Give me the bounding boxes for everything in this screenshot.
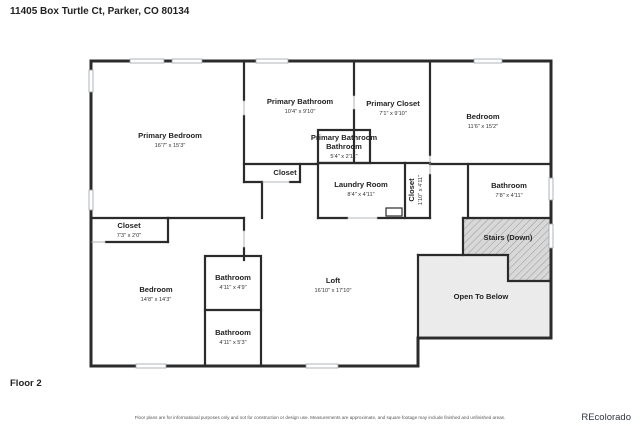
- room-name: Primary Bathroom: [267, 97, 334, 106]
- room-dims: 1'10" x 4'11": [418, 175, 424, 205]
- floor-label: Floor 2: [10, 378, 42, 389]
- room-name: Primary Bathroom: [311, 133, 378, 142]
- room-labels: Primary Bedroom 16'7" x 15'3" Primary Ba…: [117, 97, 533, 346]
- room-name: Bathroom: [326, 142, 362, 151]
- room-dims: 10'4" x 9'10": [285, 109, 316, 115]
- room-name: Bedroom: [466, 112, 500, 121]
- door-swings: [91, 95, 431, 248]
- interior-walls: [89, 59, 553, 368]
- closet-fixture: [385, 207, 403, 217]
- room-name: Laundry Room: [334, 180, 388, 189]
- room-name: Bathroom: [215, 273, 251, 282]
- room-dims: 16'7" x 15'3": [155, 143, 186, 149]
- room-dims: 16'10" x 17'10": [315, 288, 352, 294]
- disclaimer-text: Floor plans are for informational purpos…: [134, 415, 506, 420]
- room-name: Bathroom: [215, 328, 251, 337]
- room-name: Closet: [407, 178, 416, 202]
- room-name: Primary Closet: [366, 99, 420, 108]
- room-name: Bedroom: [139, 285, 173, 294]
- room-name: Primary Bedroom: [138, 131, 202, 140]
- stairs-area: [463, 218, 550, 281]
- room-dims: 7'8" x 4'11": [495, 193, 522, 199]
- room-name: Closet: [273, 168, 297, 177]
- room-name: Loft: [326, 276, 341, 285]
- room-dims: 14'8" x 14'3": [141, 297, 172, 303]
- brand-logo: REcolorado: [581, 412, 631, 423]
- room-dims: 7'1" x 9'10": [379, 111, 407, 117]
- room-dims: 5'4" x 2'11": [330, 154, 357, 160]
- room-dims: 8'4" x 4'11": [347, 192, 374, 198]
- room-name: Open To Below: [454, 292, 509, 301]
- windows: [88, 58, 554, 369]
- room-name: Bathroom: [491, 181, 527, 190]
- room-name: Stairs (Down): [484, 233, 533, 242]
- address-title: 11405 Box Turtle Ct, Parker, CO 80134: [10, 6, 190, 17]
- room-name: Closet: [117, 221, 141, 230]
- room-dims: 7'3" x 2'0": [117, 233, 141, 239]
- room-dims: 4'11" x 4'9": [219, 285, 246, 291]
- room-dims: 4'11" x 5'3": [219, 340, 246, 346]
- room-dims: 11'6" x 15'2": [468, 124, 498, 130]
